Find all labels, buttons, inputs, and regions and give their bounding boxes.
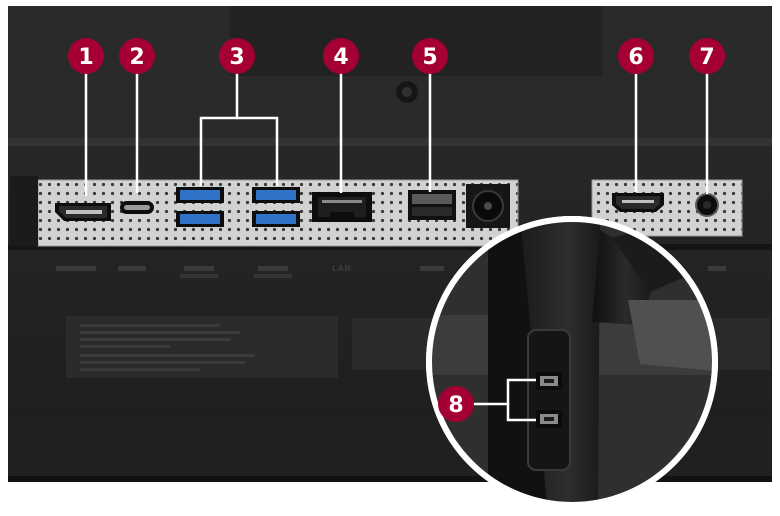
badge-7: 7 [689, 38, 725, 74]
side-usb-port-icon[interactable] [536, 410, 562, 428]
side-usb-port-icon[interactable] [536, 372, 562, 390]
usb-c-port-icon[interactable] [120, 201, 154, 214]
badge-8: 8 [438, 386, 474, 422]
lan-port-label: LAN [332, 264, 351, 273]
badge-6: 6 [618, 38, 654, 74]
svg-text:5: 5 [422, 45, 437, 70]
hdmi-port-icon[interactable] [612, 193, 664, 212]
dc-power-jack-icon[interactable] [466, 184, 510, 228]
svg-text:6: 6 [628, 45, 643, 70]
badge-1: 1 [68, 38, 104, 74]
sfp-port-icon[interactable] [408, 190, 456, 220]
usb-a-port-icon[interactable] [176, 187, 224, 227]
svg-text:8: 8 [448, 393, 463, 418]
side-port-zoom-inset [426, 216, 718, 508]
callout-lines [84, 72, 709, 422]
svg-text:2: 2 [129, 45, 144, 70]
usb-a-port-icon[interactable] [252, 187, 300, 227]
badge-2: 2 [119, 38, 155, 74]
rj45-port-icon[interactable] [312, 192, 372, 222]
svg-text:3: 3 [229, 45, 244, 70]
headphone-jack-icon[interactable] [695, 193, 719, 217]
badge-5: 5 [412, 38, 448, 74]
badge-4: 4 [323, 38, 359, 74]
displayport-port-icon[interactable] [55, 203, 111, 221]
svg-text:1: 1 [78, 45, 93, 70]
svg-text:4: 4 [333, 45, 348, 70]
badge-3: 3 [219, 38, 255, 74]
svg-text:7: 7 [699, 45, 714, 70]
